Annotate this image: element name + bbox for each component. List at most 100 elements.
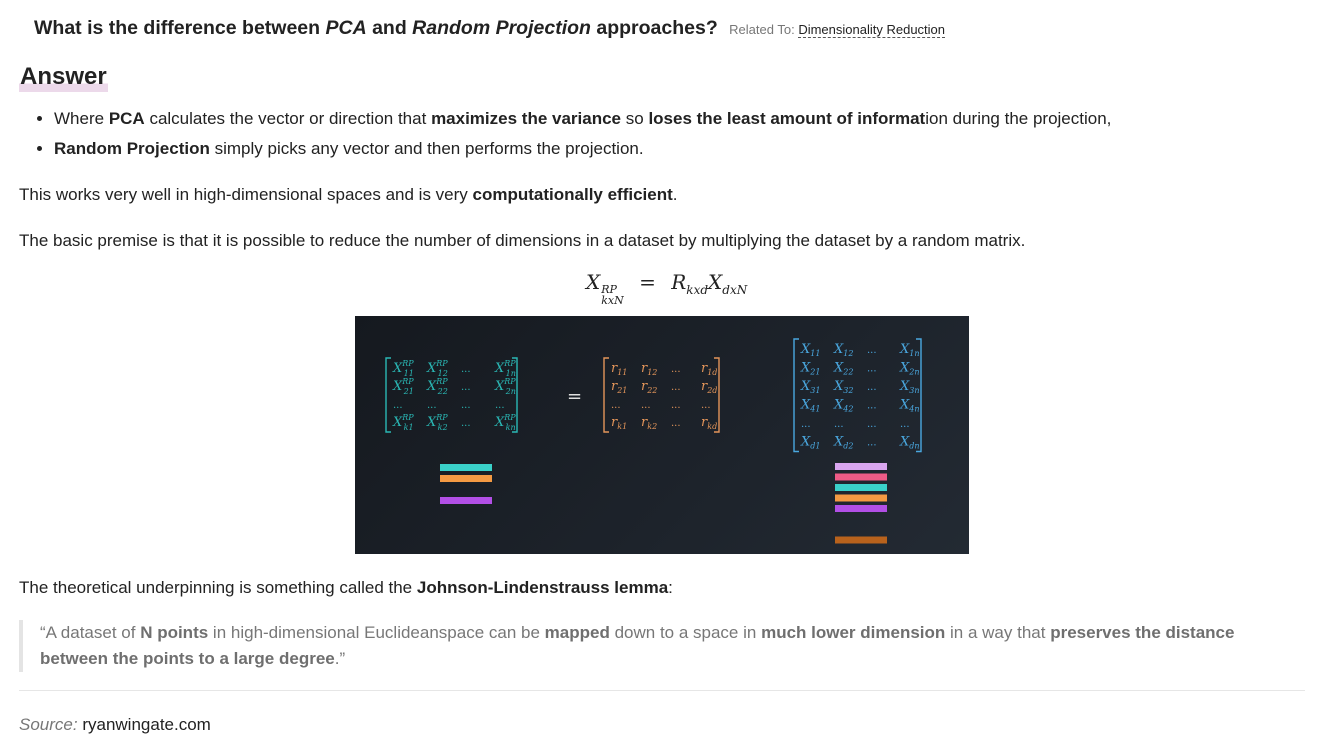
source-label: Source: <box>19 715 78 734</box>
answer-bullets: Where PCA calculates the vector or direc… <box>19 104 1314 164</box>
bullet-bold: loses the least amount of informat <box>648 109 926 128</box>
eq-x: X <box>708 270 723 294</box>
data-matrix-cell: ... <box>867 382 877 393</box>
quote-bold: much lower dimension <box>761 623 946 642</box>
data-matrix-cell: ... <box>801 419 811 430</box>
bullet-bold: PCA <box>108 109 145 128</box>
data-matrix-cell: X41 <box>800 398 820 414</box>
data-row-bar <box>835 463 887 470</box>
related-topic-link[interactable]: Dimensionality Reduction <box>798 22 946 38</box>
answer-heading: Answer <box>19 62 108 92</box>
random-matrix-cell: ... <box>671 364 681 375</box>
data-matrix-cell: X42 <box>833 398 853 414</box>
data-row-bar <box>835 494 887 502</box>
data-matrix-cell: ... <box>834 419 844 430</box>
projected-row-bar <box>440 475 492 482</box>
question-term-pca: PCA <box>325 17 367 39</box>
random-matrix-cell: r12 <box>641 361 657 377</box>
projected-row-bar <box>440 464 492 471</box>
eq-lhs-sub: kxN <box>601 294 624 307</box>
projected-matrix-cell: ... <box>461 364 471 375</box>
data-matrix-cell: X11 <box>800 342 820 358</box>
random-matrix-cell: r22 <box>641 379 657 395</box>
data-matrix-cell: X21 <box>800 361 820 377</box>
equals-sign: = <box>567 386 582 407</box>
bullet-text: simply picks any vector and then perform… <box>214 139 644 158</box>
data-matrix-cell: X31 <box>800 379 820 395</box>
projected-row-bar <box>440 497 492 504</box>
divider <box>19 690 1305 691</box>
data-matrix-cell: X4n <box>899 398 920 414</box>
projected-matrix-cell: ... <box>427 400 437 411</box>
projected-matrix-cell: ... <box>461 418 471 429</box>
bullet-text: ion during the projection, <box>925 109 1112 128</box>
data-matrix-cell: Xd1 <box>800 435 820 451</box>
paragraph-end: . <box>672 185 678 204</box>
data-matrix-cell: X22 <box>833 361 853 377</box>
paragraph-bold: computationally efficient <box>472 185 673 204</box>
quote-text: .” <box>334 649 346 668</box>
quote-bold: N points <box>140 623 209 642</box>
data-row-bar <box>835 473 887 481</box>
data-matrix-cell: X32 <box>833 379 853 395</box>
random-matrix-cell: r2d <box>701 379 717 395</box>
bullet-random-projection: Random Projection simply picks any vecto… <box>54 134 1314 164</box>
data-matrix-cell: X2n <box>899 361 920 377</box>
quote-bold: mapped <box>544 623 610 642</box>
source-line: Source: ryanwingate.com <box>19 715 211 735</box>
data-matrix-cell: X1n <box>899 342 920 358</box>
data-row-bar <box>835 536 887 544</box>
bullet-text: calculates the vector or direction that <box>149 109 427 128</box>
question-conj: and <box>372 17 407 39</box>
data-matrix-cell: Xd2 <box>833 435 853 451</box>
eq-x-sub: dxN <box>722 283 748 297</box>
bullet-text: so <box>625 109 644 128</box>
paragraph-premise: The basic premise is that it is possible… <box>19 231 1026 250</box>
data-matrix-cell: X12 <box>833 342 853 358</box>
projected-matrix-cell: ... <box>461 400 471 411</box>
data-matrix-cell: Xdn <box>899 435 920 451</box>
data-matrix-cell: ... <box>900 419 910 430</box>
paragraph-end: : <box>668 578 673 597</box>
data-matrix-cell: X3n <box>899 379 920 395</box>
eq-lhs-sup: RP <box>601 283 617 296</box>
data-matrix-left-bracket <box>793 338 799 453</box>
random-matrix-cell: rkd <box>701 415 717 431</box>
quote-bold: preserves the distance between the point… <box>40 623 1235 668</box>
data-matrix-cell: ... <box>867 419 877 430</box>
data-matrix-cell: ... <box>867 401 877 412</box>
random-matrix-left-bracket <box>603 357 609 433</box>
paragraph-bold: Johnson-Lindenstrauss lemma <box>416 578 669 597</box>
random-matrix-cell: ... <box>611 400 621 411</box>
random-matrix-cell: ... <box>671 400 681 411</box>
data-row-bar <box>835 484 887 491</box>
random-matrix-cell: rk2 <box>641 415 657 431</box>
related-label: Related To: <box>729 22 795 37</box>
bullet-text: Where <box>54 109 105 128</box>
paragraph-lemma: The theoretical underpinning is somethin… <box>19 577 673 599</box>
projected-matrix-cell: ... <box>461 382 471 393</box>
eq-r: R <box>671 270 687 294</box>
quote-text: down to a space in <box>614 623 757 642</box>
lemma-quote: “A dataset of N points in high-dimension… <box>19 620 1285 672</box>
bullet-bold: Random Projection <box>54 139 210 158</box>
projected-matrix-cell: ... <box>393 400 403 411</box>
quote-text: in a way that <box>950 623 1046 642</box>
projected-matrix-right-bracket <box>512 357 518 433</box>
paragraph-text: This works very well in high-dimensional… <box>19 185 468 204</box>
bullet-pca: Where PCA calculates the vector or direc… <box>54 104 1314 134</box>
bullet-bold: maximizes the variance <box>431 109 622 128</box>
random-matrix-right-bracket <box>714 357 720 433</box>
eq-lhs: X <box>586 270 601 294</box>
data-matrix-right-bracket <box>916 338 922 453</box>
random-matrix-cell: ... <box>671 382 681 393</box>
random-matrix-cell: r1d <box>701 361 717 377</box>
